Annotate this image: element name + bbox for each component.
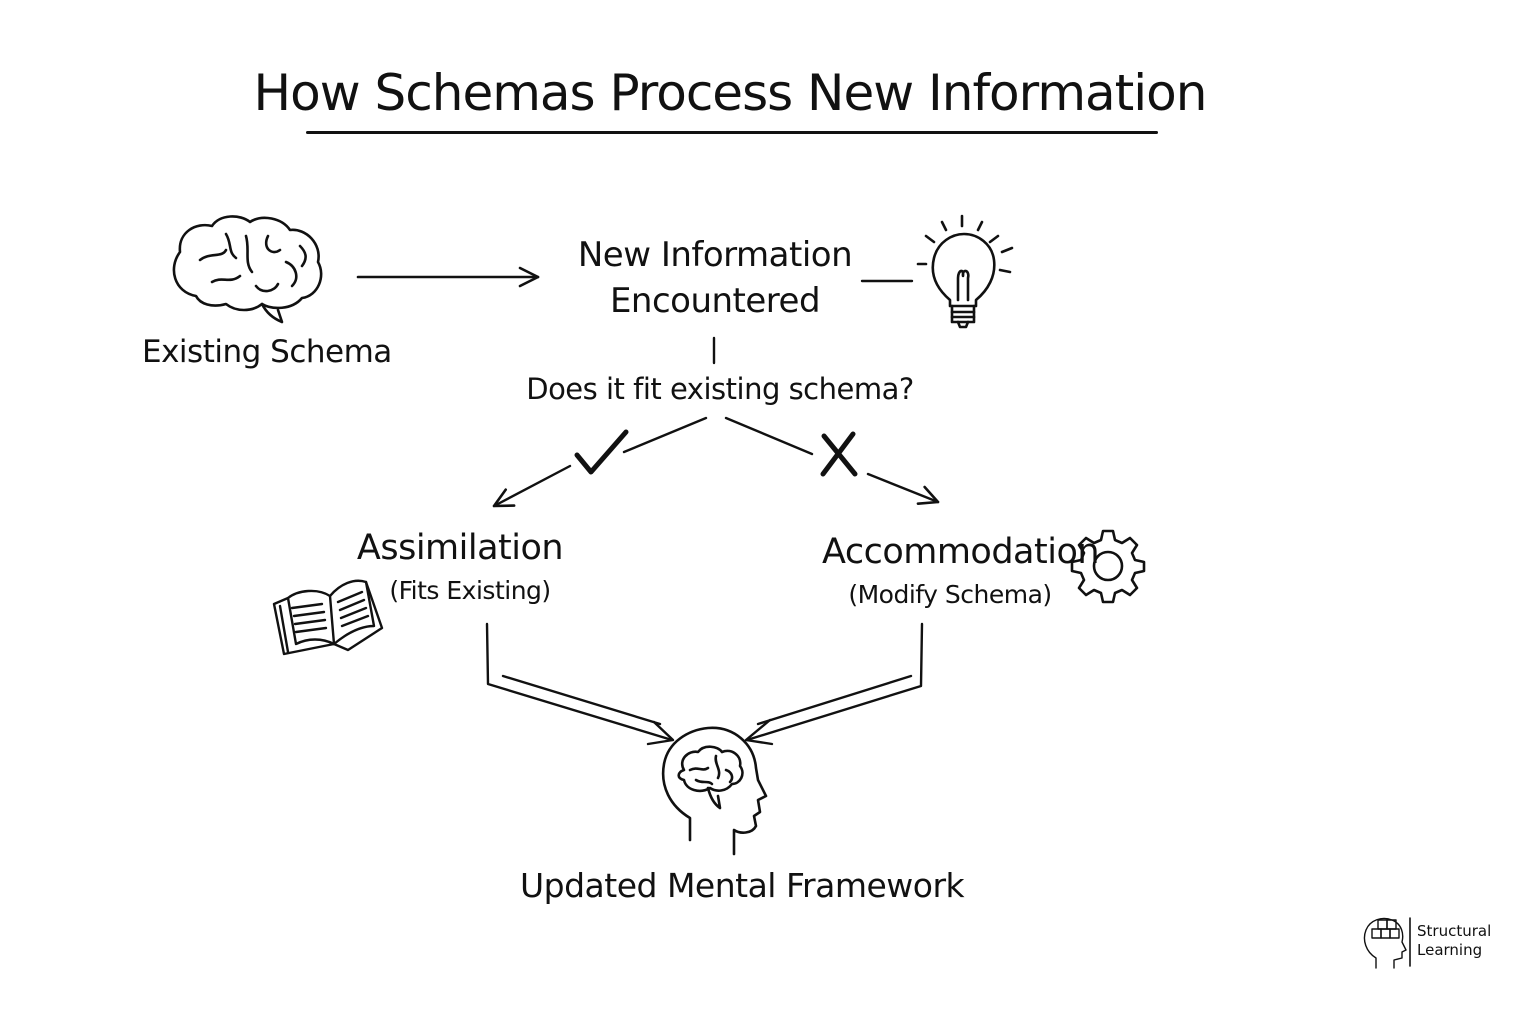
branch-yes-line [622,416,708,454]
existing-schema-label: Existing Schema [142,334,392,370]
accommodation-label: Accommodation [822,532,1100,572]
branch-no-line [724,416,814,456]
new-information-line1: New Information [577,235,853,275]
structural-learning-logo-icon [1363,917,1411,969]
title-underline [306,131,1158,134]
cross-icon [820,431,858,477]
head-brain-icon [661,726,768,856]
check-icon [574,429,629,475]
logo-line2: Learning [1417,941,1483,959]
diagram-title: How Schemas Process New Information [253,64,1208,122]
brain-icon [172,215,323,324]
accommodation-sublabel: (Modify Schema) [848,580,1052,609]
arrow-accommodation-to-updated [744,622,924,746]
logo-text: Structural Learning [1417,922,1507,960]
branch-yes-arrow [492,464,572,508]
branch-no-arrow [866,472,940,505]
fit-question-label: Does it fit existing schema? [526,372,914,406]
logo-line1: Structural [1417,922,1492,940]
new-information-label: New Information Encountered [570,232,860,324]
new-information-line2: Encountered [609,281,821,321]
assimilation-label: Assimilation [356,528,564,568]
updated-framework-label: Updated Mental Framework [520,866,965,905]
assimilation-sublabel: (Fits Existing) [389,576,551,605]
lightbulb-icon [916,214,1014,329]
arrow-assimilation-to-updated [485,622,675,746]
gear-icon [1070,529,1146,604]
book-icon [272,579,384,656]
